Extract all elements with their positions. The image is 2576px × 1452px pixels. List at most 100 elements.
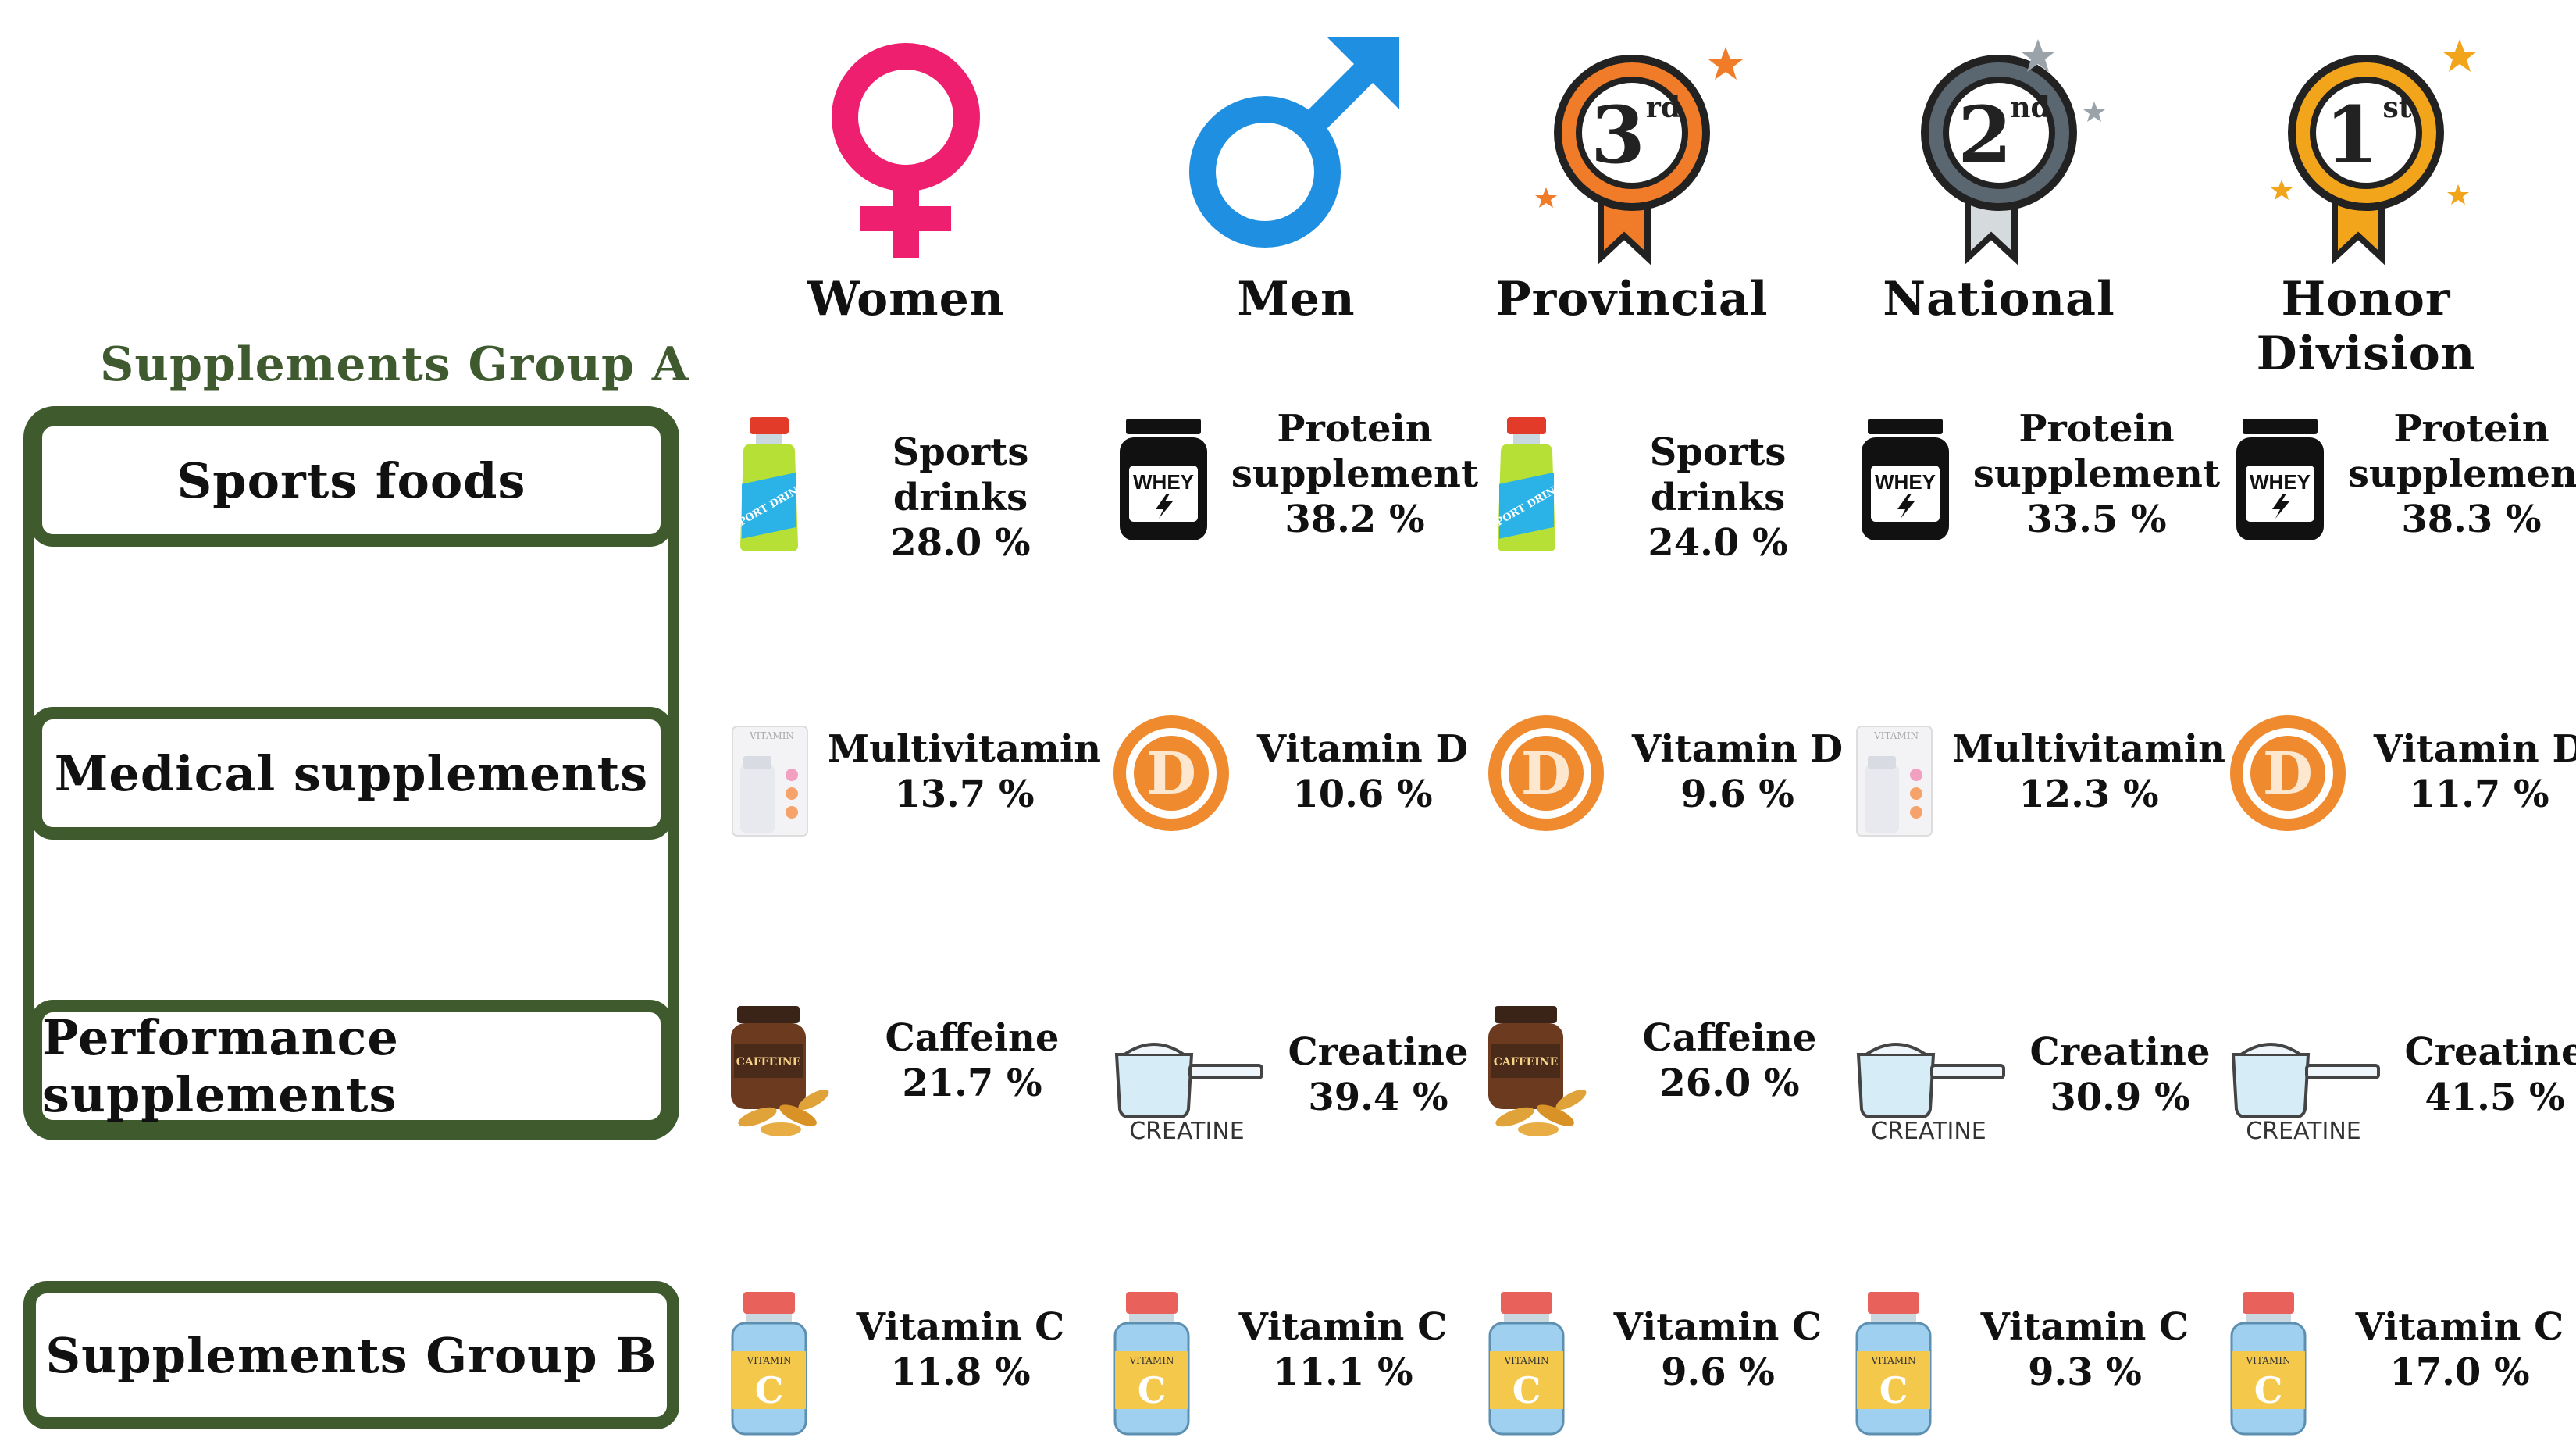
- group-a-title: Supplements Group A: [100, 337, 689, 392]
- svg-text:VITAMIN: VITAMIN: [1129, 1355, 1174, 1366]
- supplement-percentage: 41.5 %: [2425, 1076, 2565, 1119]
- svg-text:CREATINE: CREATINE: [1871, 1118, 1986, 1140]
- female-symbol-icon: [832, 43, 980, 258]
- supplement-name: Vitamin C: [2355, 1305, 2564, 1349]
- category-sports-foods: Sports foods: [30, 414, 673, 547]
- whey-protein-icon: WHEY: [1851, 414, 1960, 550]
- svg-text:CAFFEINE: CAFFEINE: [736, 1056, 801, 1068]
- column-header-women: Women: [711, 31, 1101, 326]
- multivitamin-bottle-icon: VITAMIN: [726, 711, 820, 847]
- supplement-name: Vitamin D: [1631, 727, 1844, 771]
- svg-text:C: C: [1879, 1369, 1908, 1411]
- column-header-provincial: 3 rd Provincial: [1437, 31, 1827, 326]
- svg-text:C: C: [1138, 1369, 1167, 1411]
- whey-protein-icon: WHEY: [2225, 414, 2335, 550]
- supplement-percentage: 38.2 %: [1284, 498, 1425, 541]
- vitamin-d-icon: D: [1109, 711, 1234, 839]
- medal-rank-suffix: nd: [2010, 91, 2050, 124]
- svg-text:WHEY: WHEY: [2250, 470, 2311, 494]
- creatine-scoop-icon: CREATINE: [1851, 1023, 2007, 1145]
- supplement-percentage: 11.1 %: [1273, 1350, 1413, 1394]
- group-b-box: Supplements Group B: [23, 1281, 679, 1429]
- supplement-name: Caffeine: [1642, 1016, 1817, 1060]
- group-a-frame: [23, 406, 679, 1140]
- svg-text:CREATINE: CREATINE: [2246, 1118, 2361, 1140]
- vitamin-c-bottle-icon: VITAMIN C: [1484, 1289, 1569, 1440]
- supplement-percentage: 9.6 %: [1680, 772, 1794, 816]
- svg-text:VITAMIN: VITAMIN: [1871, 1355, 1916, 1366]
- multivitamin-bottle-icon: VITAMIN: [1851, 711, 1944, 847]
- svg-text:C: C: [1512, 1369, 1541, 1411]
- supplement-percentage: 9.6 %: [1661, 1350, 1775, 1394]
- vitamin-c-bottle-icon: VITAMIN C: [1851, 1289, 1936, 1440]
- supplement-percentage: 21.7 %: [902, 1061, 1042, 1105]
- svg-text:VITAMIN: VITAMIN: [2246, 1355, 2291, 1366]
- column-header-honor-division: 1 st Honor Division: [2171, 31, 2561, 381]
- svg-text:D: D: [1146, 740, 1196, 808]
- column-label: Men: [1237, 272, 1356, 326]
- creatine-scoop-icon: CREATINE: [1109, 1023, 1265, 1145]
- caffeine-icon: CAFFEINE: [1484, 1000, 1593, 1143]
- caffeine-icon: CAFFEINE: [726, 1000, 836, 1143]
- svg-text:WHEY: WHEY: [1875, 470, 1936, 494]
- supplement-percentage: 11.8 %: [890, 1350, 1031, 1394]
- svg-text:VITAMIN: VITAMIN: [1873, 730, 1919, 741]
- svg-text:C: C: [755, 1369, 784, 1411]
- vitamin-c-bottle-icon: VITAMIN C: [726, 1289, 812, 1440]
- medal-rank-text: 2: [1958, 89, 2012, 181]
- medal-rank-text: 3: [1591, 89, 1645, 181]
- medal-rank-suffix: st: [2383, 91, 2412, 124]
- svg-text:VITAMIN: VITAMIN: [746, 1355, 792, 1366]
- creatine-scoop-icon: CREATINE: [2225, 1023, 2382, 1145]
- supplement-percentage: 39.4 %: [1308, 1076, 1448, 1119]
- medal-rank-suffix: rd: [1646, 91, 1680, 124]
- vitamin-d-icon: D: [2225, 711, 2350, 839]
- first-place-medal-icon: 1 st: [2271, 39, 2477, 266]
- column-header-national: 2 nd National: [1804, 31, 2194, 326]
- supplement-name: Vitamin C: [1238, 1305, 1448, 1349]
- supplement-name: Vitamin C: [856, 1305, 1065, 1349]
- supplement-name: Sports drinks: [892, 430, 1029, 519]
- supplement-percentage: 24.0 %: [1648, 521, 1788, 565]
- svg-text:VITAMIN: VITAMIN: [749, 730, 794, 741]
- third-place-medal-icon: 3 rd: [1535, 47, 1743, 266]
- svg-text:WHEY: WHEY: [1133, 470, 1194, 494]
- supplement-percentage: 26.0 %: [1659, 1061, 1800, 1105]
- supplement-percentage: 10.6 %: [1292, 772, 1433, 816]
- medal-rank-text: 1: [2325, 89, 2379, 181]
- svg-text:D: D: [2263, 740, 2313, 808]
- supplement-percentage: 11.7 %: [2409, 772, 2549, 816]
- supplement-name: Vitamin C: [1980, 1305, 2189, 1349]
- sports-drink-icon: SPORT DRINK: [726, 414, 812, 558]
